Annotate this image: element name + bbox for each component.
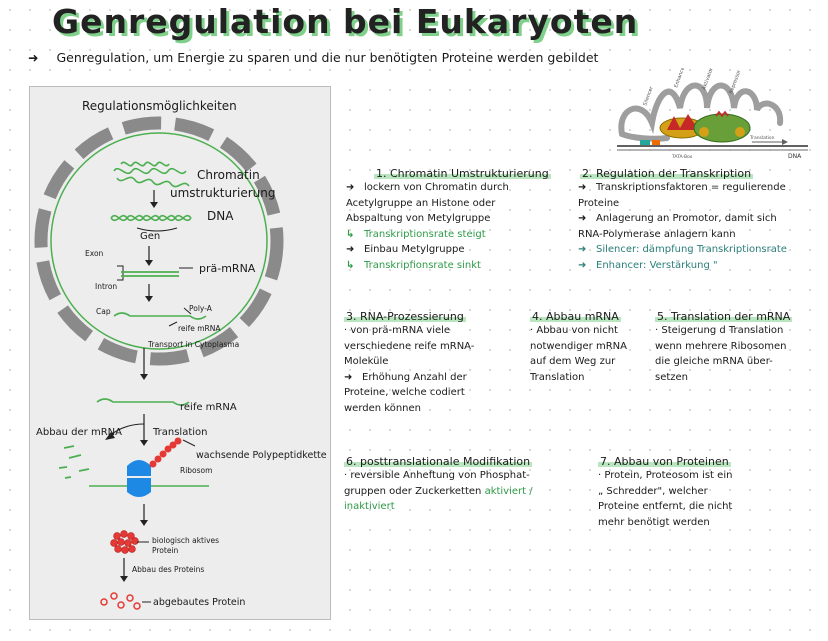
section-heading: 3. RNA-Prozessierung <box>344 310 466 323</box>
section-line: · Abbau von nicht <box>530 325 618 336</box>
label-intron: Intron <box>95 282 118 291</box>
section-line: Enhancer: Verstärkung " <box>596 259 718 271</box>
arrow-icon: ➜ <box>346 244 355 255</box>
section-line: · von prä-mRNA viele <box>344 325 451 336</box>
regulation-diagram <box>34 116 284 610</box>
label-dna: DNA <box>207 209 234 223</box>
section-line: verschiedene reife mRNA- <box>344 340 475 352</box>
arrow-icon: ➜ <box>578 244 587 255</box>
arrow-icon: ➜ <box>28 50 39 65</box>
section-line-highlight: aktiviert / <box>484 485 533 497</box>
section-line: Anlagerung an Promotor, damit sich <box>596 213 777 224</box>
section-heading: 2. Regulation der Transkription <box>580 167 754 180</box>
section-heading: 6. posttranslationale Modifikation <box>344 455 533 468</box>
section-line: · Steigerung d Translation <box>655 325 784 336</box>
section-line: Transkriptionsrate steigt <box>364 228 486 240</box>
section-line: Abspaltung von Metylgruppe <box>346 213 491 224</box>
section-posttranslational: 6. posttranslationale Modifikation · rev… <box>344 455 533 515</box>
label-aktives-protein-2: Protein <box>152 546 179 555</box>
section-heading: 7. Abbau von Proteinen <box>598 455 731 468</box>
section-line: Silencer: dämpfung Transkriptionsrate <box>596 244 787 255</box>
label-chromatin: Chromatin <box>197 168 260 182</box>
section-heading: 5. Translation der mRNA <box>655 310 793 323</box>
section-heading: 1. Chromatin Umstrukturierung <box>374 167 551 180</box>
intro-text: Genregulation, um Energie zu sparen und … <box>56 50 599 65</box>
section-line: Proteine <box>578 197 620 209</box>
label-aktives-protein-1: biologisch aktives <box>152 536 220 545</box>
label-polypeptid: wachsende Polypeptidkette <box>196 450 327 461</box>
arrow-icon: ➜ <box>578 259 587 271</box>
page-title: Genregulation bei Eukaryoten <box>52 2 639 41</box>
label-abbau-protein: Abbau des Proteins <box>132 565 205 574</box>
label-umstrukturierung: umstrukturierung <box>170 186 276 200</box>
label-exon: Exon <box>85 249 104 258</box>
label-cap: Cap <box>96 307 111 316</box>
arrow-icon: ➜ <box>344 371 353 383</box>
section-line: Moleküle <box>344 356 389 367</box>
label-transport: Transport in Cytoplasma <box>148 340 240 349</box>
section-line: Acetylgruppe an Histone oder <box>346 197 496 209</box>
arrow-icon: ➜ <box>578 213 587 224</box>
section-line: setzen <box>655 371 689 383</box>
section-abbau-proteine: 7. Abbau von Proteinen · Protein, Proteo… <box>598 455 732 530</box>
label-translation: Translation <box>153 427 208 438</box>
section-line: die gleiche mRNA über- <box>655 356 773 367</box>
arrow-icon: ➜ <box>578 182 587 193</box>
label-ribosom: Ribosom <box>180 466 213 475</box>
label-poly-a: Poly-A <box>189 304 212 313</box>
section-line: inaktiviert <box>344 501 395 512</box>
section-line: · reversible Anheftung von Phosphat- <box>344 470 530 481</box>
section-line: mehr benötigt werden <box>598 516 710 528</box>
transcription-factor-illustration: Silencer Enhancer Aktivator Repressor TA… <box>617 68 808 160</box>
section-line: Erhöhung Anzahl der <box>362 371 467 383</box>
section-heading: 4. Abbau mRNA <box>530 310 621 323</box>
section-line: Einbau Metylgruppe <box>364 244 465 255</box>
section-translation: 5. Translation der mRNA · Steigerung d T… <box>655 310 793 385</box>
section-transkription: 2. Regulation der Transkription ➜ Transkr… <box>578 167 787 273</box>
section-chromatin: 1. Chromatin Umstrukturierung ➜ lockern v… <box>346 167 551 273</box>
corner-loop-1: Silencer <box>642 85 655 107</box>
section-line: Transkripfionsrate sinkt <box>364 259 481 271</box>
corner-dna-label: DNA <box>788 153 802 160</box>
label-reife-mrna-1: reife mRNA <box>178 324 221 333</box>
section-line: auf dem Weg zur <box>530 356 616 367</box>
return-arrow-icon: ↳ <box>346 259 355 271</box>
label-gen: Gen <box>140 231 161 242</box>
section-line: werden können <box>344 402 422 414</box>
arrow-icon: ➜ <box>346 182 355 193</box>
section-line: · Protein, Proteosom ist ein <box>598 470 733 481</box>
section-line: „ Schredder", welcher <box>598 485 708 497</box>
section-line: Transkriptionsfaktoren = regulierende <box>596 182 786 193</box>
section-line: notwendiger mRNA <box>530 340 627 352</box>
section-line: Translation <box>530 371 585 383</box>
section-line: Proteine entfernt, die nicht <box>598 501 733 512</box>
section-line: RNA-Polymerase anlagern kann <box>578 228 736 240</box>
label-abbau-mrna: Abbau der mRNA <box>36 427 122 438</box>
label-pra-mrna: prä-mRNA <box>199 262 256 275</box>
label-reife-mrna-2: reife mRNA <box>180 402 237 413</box>
corner-tata-label: TATA-Box <box>671 154 693 160</box>
return-arrow-icon: ↳ <box>346 228 355 240</box>
diagram-heading: Regulationsmöglichkeiten <box>82 99 237 113</box>
section-abbau-mrna: 4. Abbau mRNA · Abbau von nicht notwendi… <box>530 310 627 385</box>
section-line: wenn mehrere Ribosomen <box>655 340 787 352</box>
label-abgebautes-protein: abgebautes Protein <box>153 597 246 608</box>
corner-loop-2: Enhancer <box>673 68 687 89</box>
section-line: gruppen oder Zuckerketten <box>344 485 482 497</box>
corner-translation-label: Translation <box>749 135 775 141</box>
section-rna-prozessierung: 3. RNA-Prozessierung · von prä-mRNA viel… <box>344 310 474 416</box>
intro-line: ➜ Genregulation, um Energie zu sparen un… <box>28 50 598 65</box>
section-line: lockern von Chromatin durch <box>364 182 509 193</box>
section-line: Proteine, welche codiert <box>344 387 465 398</box>
